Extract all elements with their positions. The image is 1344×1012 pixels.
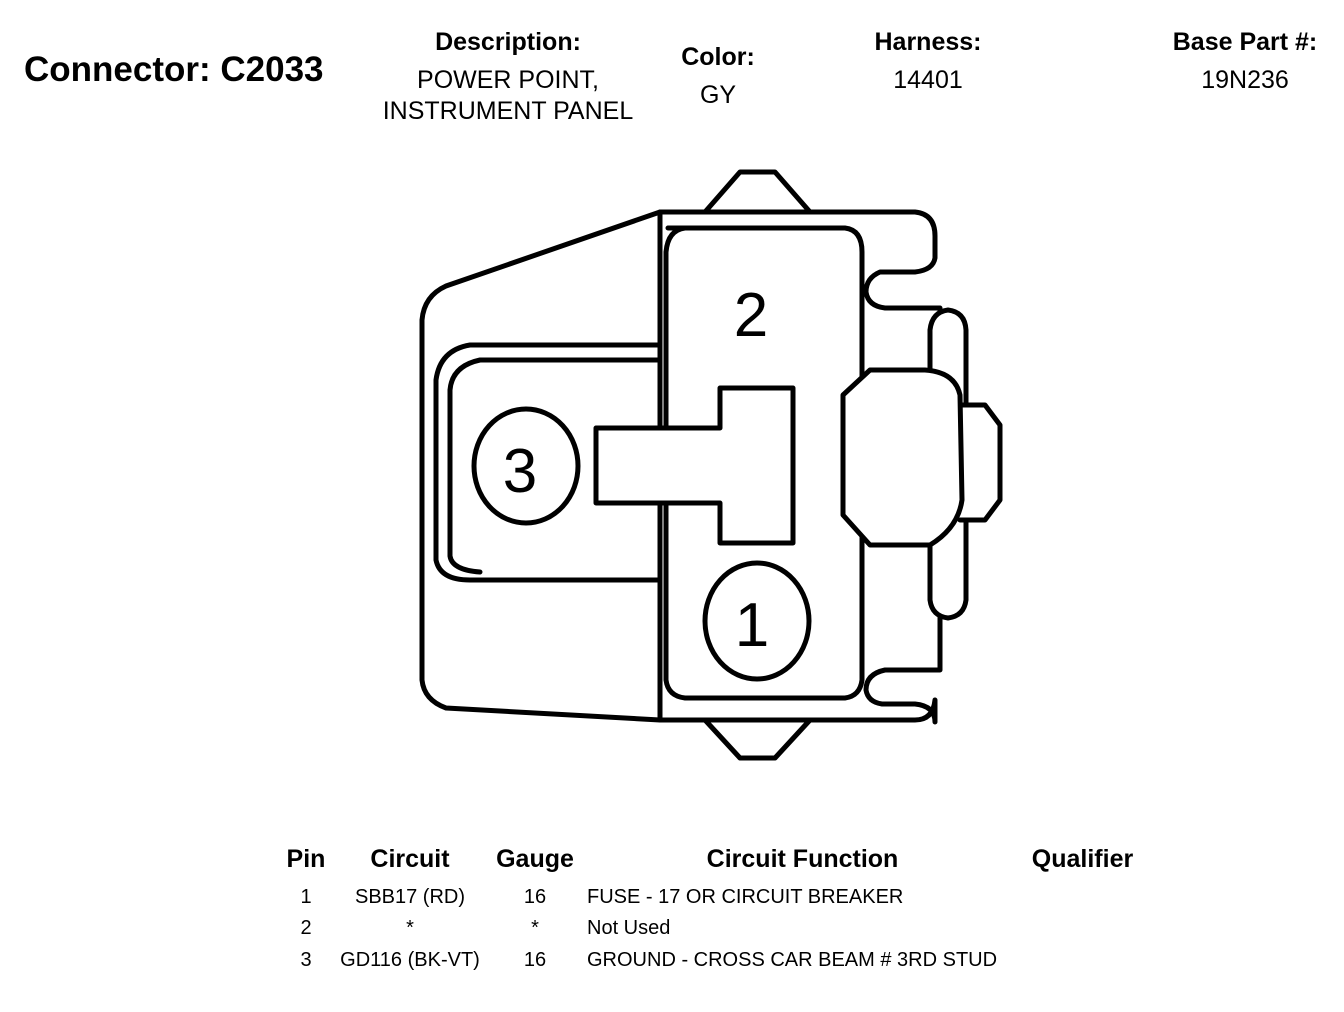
description-block: Description: POWER POINT, INSTRUMENT PAN… xyxy=(360,27,656,127)
base-part-label: Base Part #: xyxy=(1172,28,1318,56)
base-part-block: Base Part #: 19N236 xyxy=(1150,27,1340,96)
harness-label: Harness: xyxy=(874,28,982,56)
row-gauge: 16 xyxy=(523,886,547,908)
harness-value: 14401 xyxy=(893,66,963,94)
row-function: GROUND - CROSS CAR BEAM # 3RD STUD xyxy=(587,949,998,971)
row-pin: 1 xyxy=(300,886,312,908)
row-circuit: * xyxy=(406,917,414,939)
connector-top-nub xyxy=(702,169,813,215)
row-circuit: GD116 (BK-VT) xyxy=(340,949,480,971)
connector-latch-octagon xyxy=(840,367,965,548)
table-row: 3 GD116 (BK-VT) 16 GROUND - CROSS CAR BE… xyxy=(0,949,1344,979)
base-part-value: 19N236 xyxy=(1201,66,1289,94)
description-line1: POWER POINT, xyxy=(417,66,599,94)
connector-title: Connector: C2033 xyxy=(24,50,324,89)
description-label: Description: xyxy=(435,28,581,56)
connector-inner-cavity xyxy=(663,225,865,701)
connector-left-recess xyxy=(433,342,663,583)
harness-block: Harness: 14401 xyxy=(848,27,1008,96)
row-pin: 3 xyxy=(300,949,312,971)
pin-3-cavity xyxy=(471,406,581,526)
row-gauge: * xyxy=(531,917,539,939)
pin-1-cavity xyxy=(702,560,812,682)
row-pin: 2 xyxy=(300,917,312,939)
connector-latch-tab xyxy=(957,402,1003,523)
col-header-circuit: Circuit xyxy=(370,845,450,873)
pin-label-2: 2 xyxy=(734,281,768,350)
row-function: Not Used xyxy=(587,917,671,939)
pin-label-3: 3 xyxy=(503,437,537,506)
connector-bottom-nub xyxy=(702,717,813,761)
table-row: 1 SBB17 (RD) 16 FUSE - 17 OR CIRCUIT BRE… xyxy=(0,886,1344,916)
color-label: Color: xyxy=(681,43,755,71)
row-circuit: SBB17 (RD) xyxy=(354,886,466,908)
connector-left-recess-inner xyxy=(447,357,663,575)
table-row: 2 * * Not Used xyxy=(0,917,1344,947)
connector-key xyxy=(593,385,796,546)
description-line2: INSTRUMENT PANEL xyxy=(382,97,634,125)
col-header-gauge: Gauge xyxy=(496,845,574,873)
color-block: Color: GY xyxy=(658,42,778,111)
color-value: GY xyxy=(699,81,737,109)
col-header-function: Circuit Function xyxy=(706,845,899,873)
pin-label-1: 1 xyxy=(735,591,769,660)
col-header-pin: Pin xyxy=(286,845,326,873)
row-function: FUSE - 17 OR CIRCUIT BREAKER xyxy=(587,886,904,908)
col-header-qualifier: Qualifier xyxy=(1031,845,1134,873)
row-gauge: 16 xyxy=(523,949,547,971)
